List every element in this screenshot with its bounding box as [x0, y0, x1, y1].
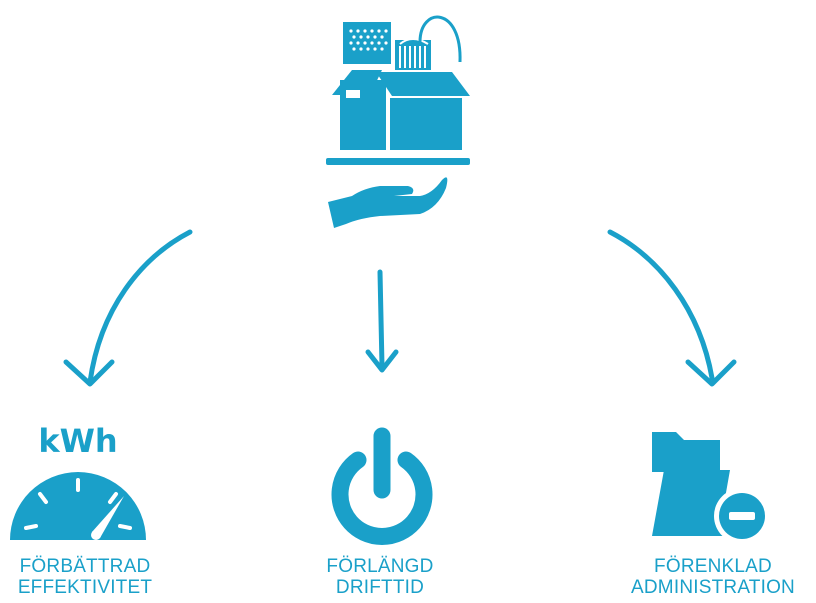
label-line1: FÖRBÄTTRAD [19, 556, 151, 577]
label-line1: FÖRLÄNGD [326, 556, 434, 577]
label-extended-uptime: FÖRLÄNGD DRIFTTID [290, 556, 470, 598]
curved-arrow-right [607, 229, 737, 387]
kwh-gauge-icon: kWh [10, 422, 146, 540]
label-line2: DRIFTTID [335, 577, 425, 598]
folder-minus-icon [652, 432, 770, 544]
kwh-text: kWh [38, 422, 117, 460]
straight-arrow-down [365, 269, 399, 373]
label-improved-efficiency: FÖRBÄTTRAD EFFEKTIVITET [0, 556, 170, 598]
label-line1: FÖRENKLAD [654, 556, 772, 577]
label-line2: EFFEKTIVITET [17, 577, 153, 598]
label-simplified-administration: FÖRENKLAD ADMINISTRATION [610, 556, 816, 598]
curved-arrow-left [63, 229, 193, 387]
power-icon [331, 427, 433, 545]
hand-holding-box-icon [326, 15, 470, 228]
label-line2: ADMINISTRATION [631, 577, 795, 598]
